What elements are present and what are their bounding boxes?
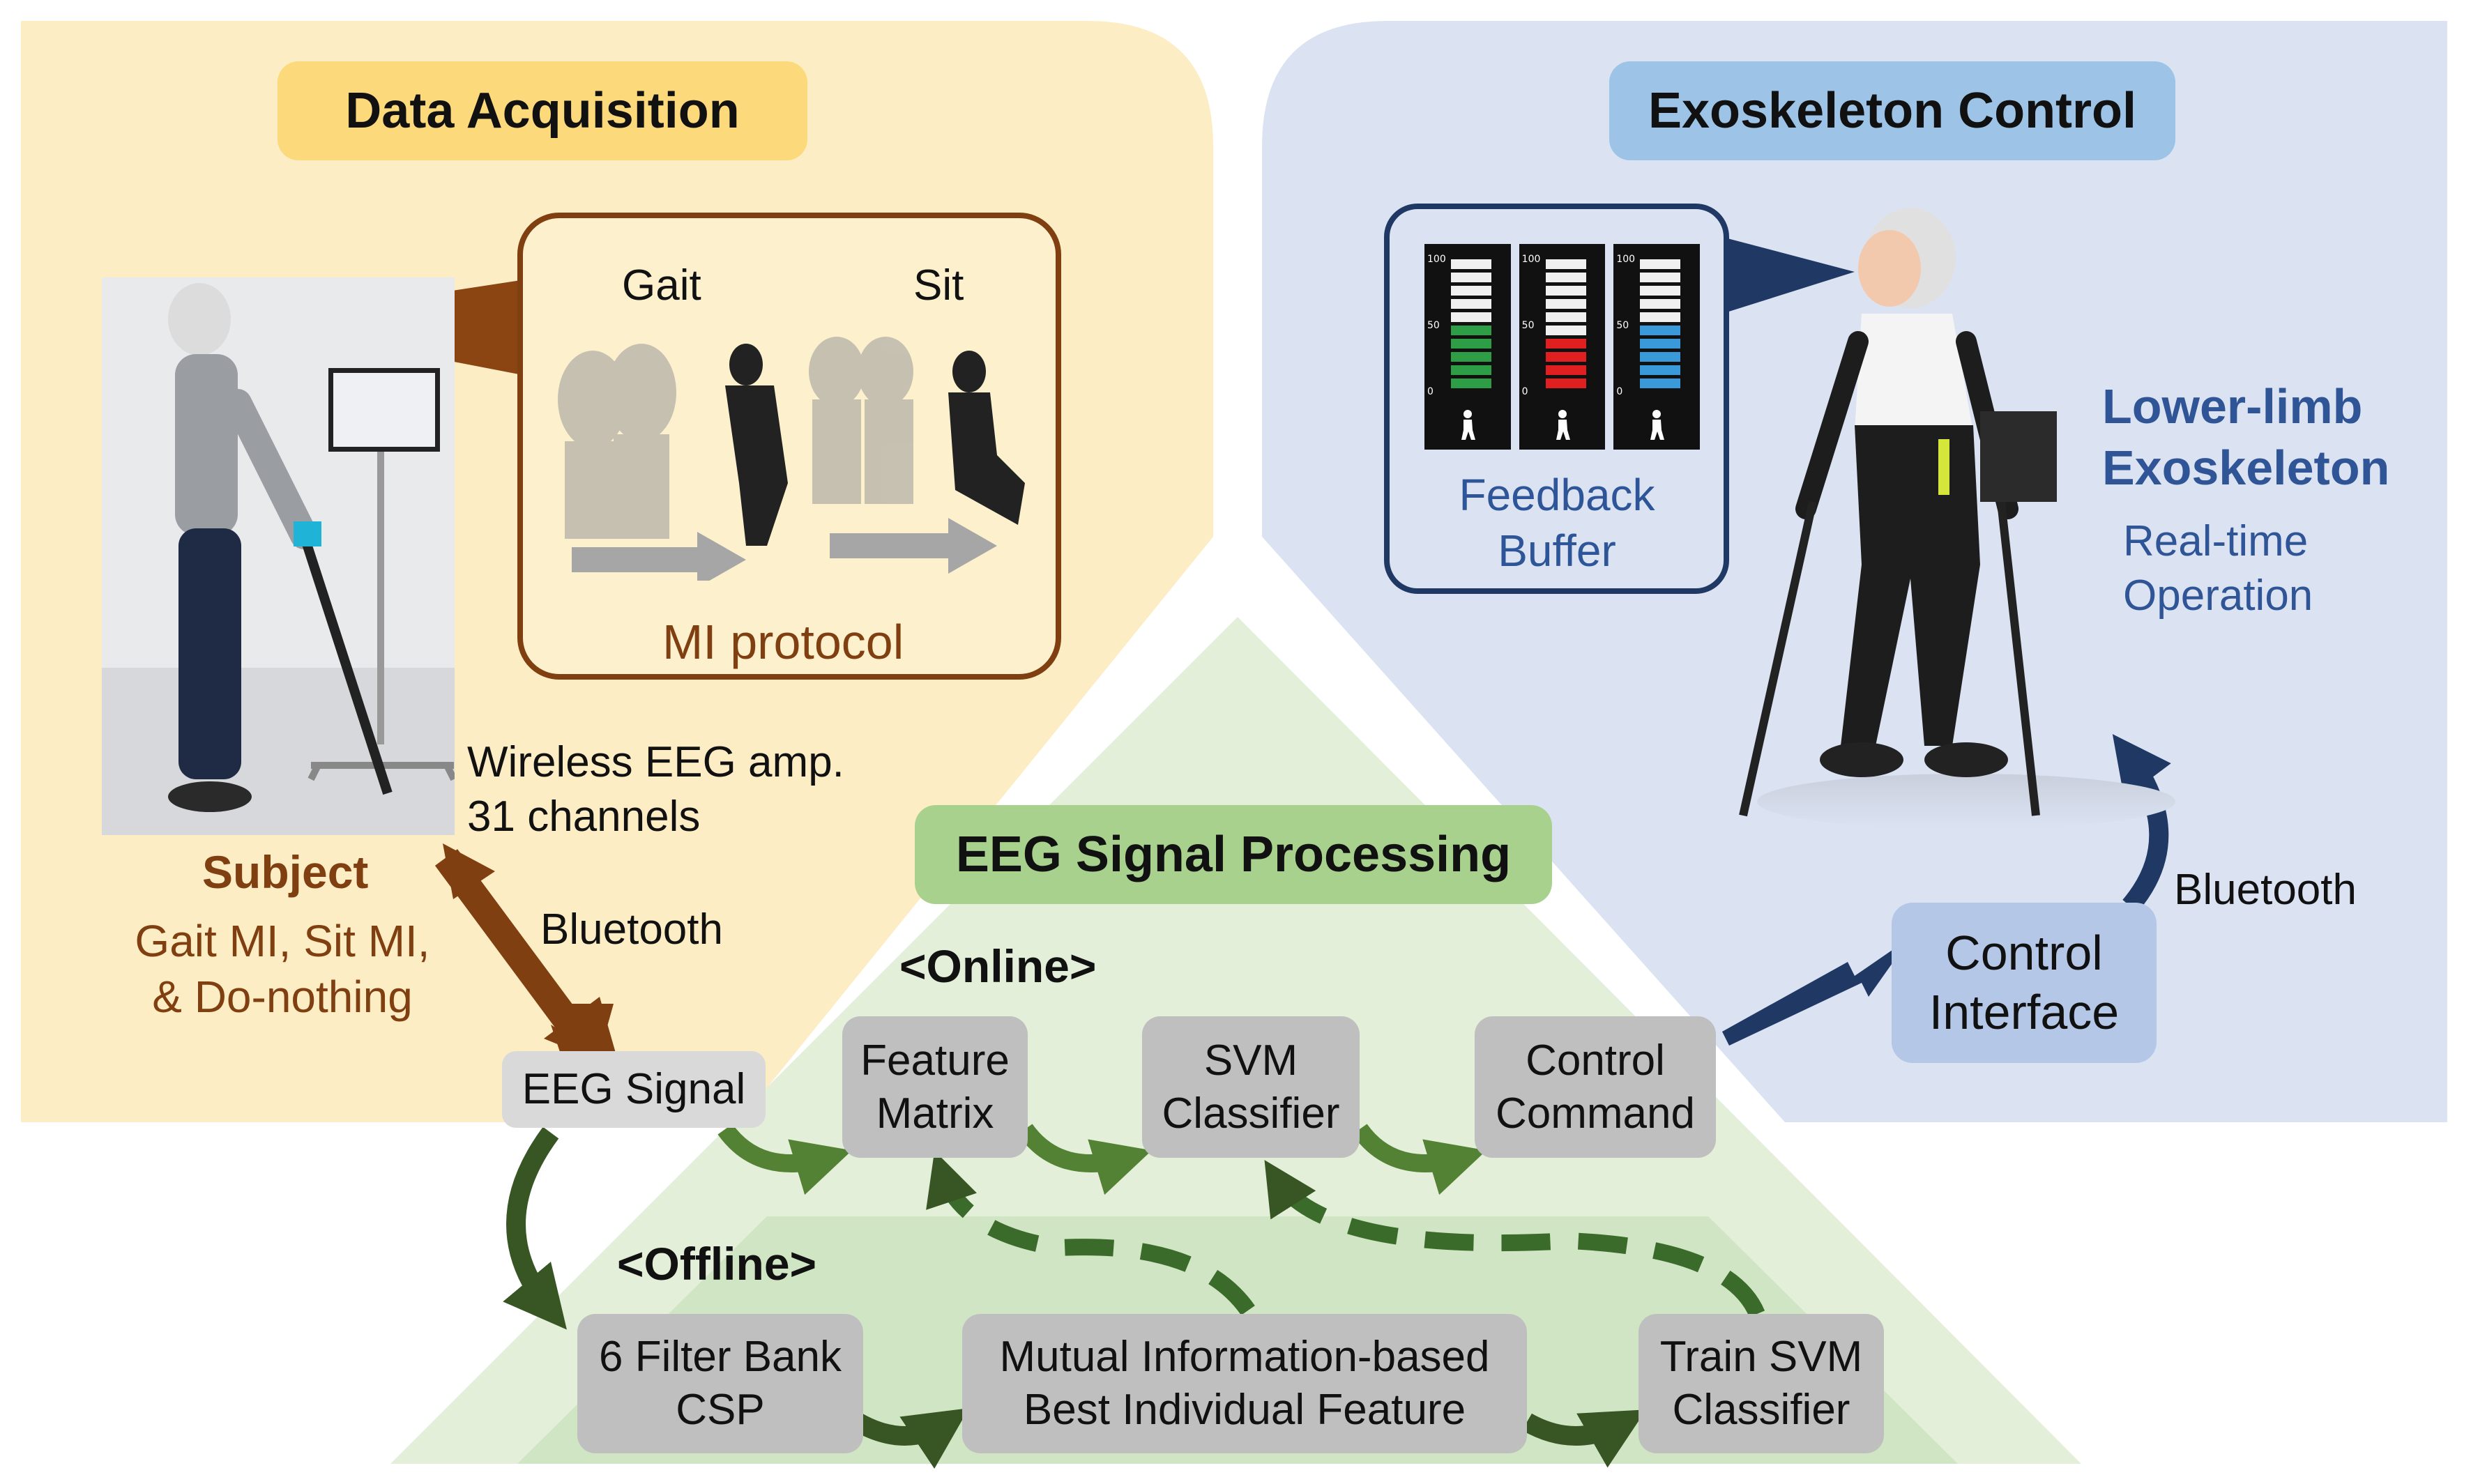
acquisition-bluetooth-arrow <box>434 849 598 1054</box>
eeg-signal-box: EEG Signal <box>502 1051 766 1128</box>
gauge-segment <box>1545 312 1586 322</box>
gauge-segment <box>1451 259 1491 269</box>
walking-icon <box>1519 408 1606 443</box>
filter-bank-csp-box: 6 Filter Bank CSP <box>577 1314 863 1453</box>
gauge-tick-label: 100 <box>1427 254 1446 265</box>
sitting-icon <box>1613 408 1700 443</box>
dashed-train-to-svm <box>1264 1160 1765 1318</box>
offline-label: <Offline> <box>617 1238 817 1290</box>
gauge-segment <box>1451 326 1491 335</box>
wireless-amp-label: Wireless EEG amp. 31 channels <box>467 738 844 841</box>
svm-classifier-box: SVM Classifier <box>1142 1016 1360 1158</box>
dashed-mi-to-feature <box>926 1150 1255 1316</box>
interface-output-arrow <box>2112 734 2171 913</box>
gauge-segment <box>1545 365 1586 375</box>
gauge-segment <box>1640 286 1681 296</box>
gauge-segment <box>1640 312 1681 322</box>
subject-title: Subject <box>202 846 369 898</box>
gauge-segment <box>1640 339 1681 349</box>
gauge-segment <box>1640 365 1681 375</box>
feedback-buffer-label: Feedback Buffer <box>1459 470 1655 576</box>
acquisition-bluetooth-label: Bluetooth <box>540 905 723 954</box>
gauge-tick-label: 0 <box>1616 386 1623 397</box>
gauge-segment <box>1451 339 1491 349</box>
arrow-eeg-to-filterbank <box>503 1126 567 1330</box>
gauge-segment <box>1640 326 1681 335</box>
gauge-tick-label: 50 <box>1521 320 1535 331</box>
gauge-tick-label: 0 <box>1427 386 1434 397</box>
arrow-filterbank-to-mi <box>853 1408 969 1469</box>
gauge-segment <box>1451 352 1491 362</box>
exoskeleton-description: Real-time Operation <box>2123 517 2313 620</box>
mutual-information-box: Mutual Information-based Best Individual… <box>962 1314 1527 1453</box>
gauge-gait: 100 50 0 <box>1424 244 1511 450</box>
gauge-tick-label: 100 <box>1616 254 1636 265</box>
gauge-segment <box>1545 339 1586 349</box>
gauge-segment <box>1545 286 1586 296</box>
exoskeleton-user-photo <box>1739 208 2175 829</box>
gauge-tick-label: 50 <box>1427 320 1440 331</box>
gauge-segment <box>1640 352 1681 362</box>
subject-photo <box>102 277 455 835</box>
gauge-segment <box>1451 378 1491 388</box>
gauge-segment <box>1640 273 1681 282</box>
exoskeleton-title: Lower-limb Exoskeleton <box>2102 379 2390 495</box>
gauge-segment <box>1451 273 1491 282</box>
gauge-sit: 100 50 0 <box>1613 244 1701 450</box>
gauge-segment <box>1451 312 1491 322</box>
gait-label: Gait <box>622 261 701 309</box>
eeg-cap-icon <box>168 283 231 355</box>
gauge-rest: 100 50 0 <box>1519 244 1606 450</box>
mi-protocol-label: MI protocol <box>662 615 904 669</box>
control-bluetooth-label: Bluetooth <box>2174 866 2357 914</box>
gauge-segment <box>1545 326 1586 335</box>
mi-protocol-figures <box>558 337 1025 581</box>
control-command-box: Control Command <box>1475 1016 1716 1158</box>
gauge-tick-label: 100 <box>1521 254 1541 265</box>
gauge-segment <box>1640 299 1681 309</box>
zoom-wedge-right <box>1722 237 1855 314</box>
gauge-segment <box>1640 378 1681 388</box>
gauge-segment <box>1545 273 1586 282</box>
gauge-segment <box>1451 365 1491 375</box>
eeg-signal-processing-title: EEG Signal Processing <box>915 805 1552 904</box>
feedback-buffer-box: 100 50 0 100 50 0 100 50 0 Feedback Buffer <box>1384 204 1729 594</box>
interface-input-arrow <box>1722 938 1910 1046</box>
exoskeleton-control-title: Exoskeleton Control <box>1609 61 2175 160</box>
arrow-eeg-to-feature <box>717 1124 852 1195</box>
subject-description: Gait MI, Sit MI, & Do-nothing <box>135 916 430 1022</box>
train-svm-box: Train SVM Classifier <box>1639 1314 1884 1453</box>
data-acquisition-title: Data Acquisition <box>277 61 807 160</box>
gauge-panel: 100 50 0 100 50 0 100 50 0 <box>1424 244 1701 450</box>
mi-protocol-box: Gait Sit MI protocol <box>517 213 1061 680</box>
gauge-segment <box>1451 299 1491 309</box>
gauge-segment <box>1451 286 1491 296</box>
arrow-svm-to-command <box>1352 1124 1487 1195</box>
control-interface-box: Control Interface <box>1892 903 2157 1063</box>
gauge-tick-label: 0 <box>1521 386 1528 397</box>
gauge-segment <box>1640 259 1681 269</box>
gauge-segment <box>1545 259 1586 269</box>
arrow-mi-to-train <box>1522 1409 1647 1468</box>
gauge-tick-label: 50 <box>1616 320 1629 331</box>
gauge-segment <box>1545 299 1586 309</box>
arrow-feature-to-svm <box>1017 1124 1152 1195</box>
online-label: <Online> <box>899 940 1097 992</box>
acquisition-arrowhead <box>558 1004 614 1066</box>
feature-matrix-box: Feature Matrix <box>842 1016 1028 1158</box>
gauge-segment <box>1545 378 1586 388</box>
sit-label: Sit <box>913 261 964 309</box>
gauge-segment <box>1545 352 1586 362</box>
sit-to-stand-icon <box>1424 408 1511 443</box>
